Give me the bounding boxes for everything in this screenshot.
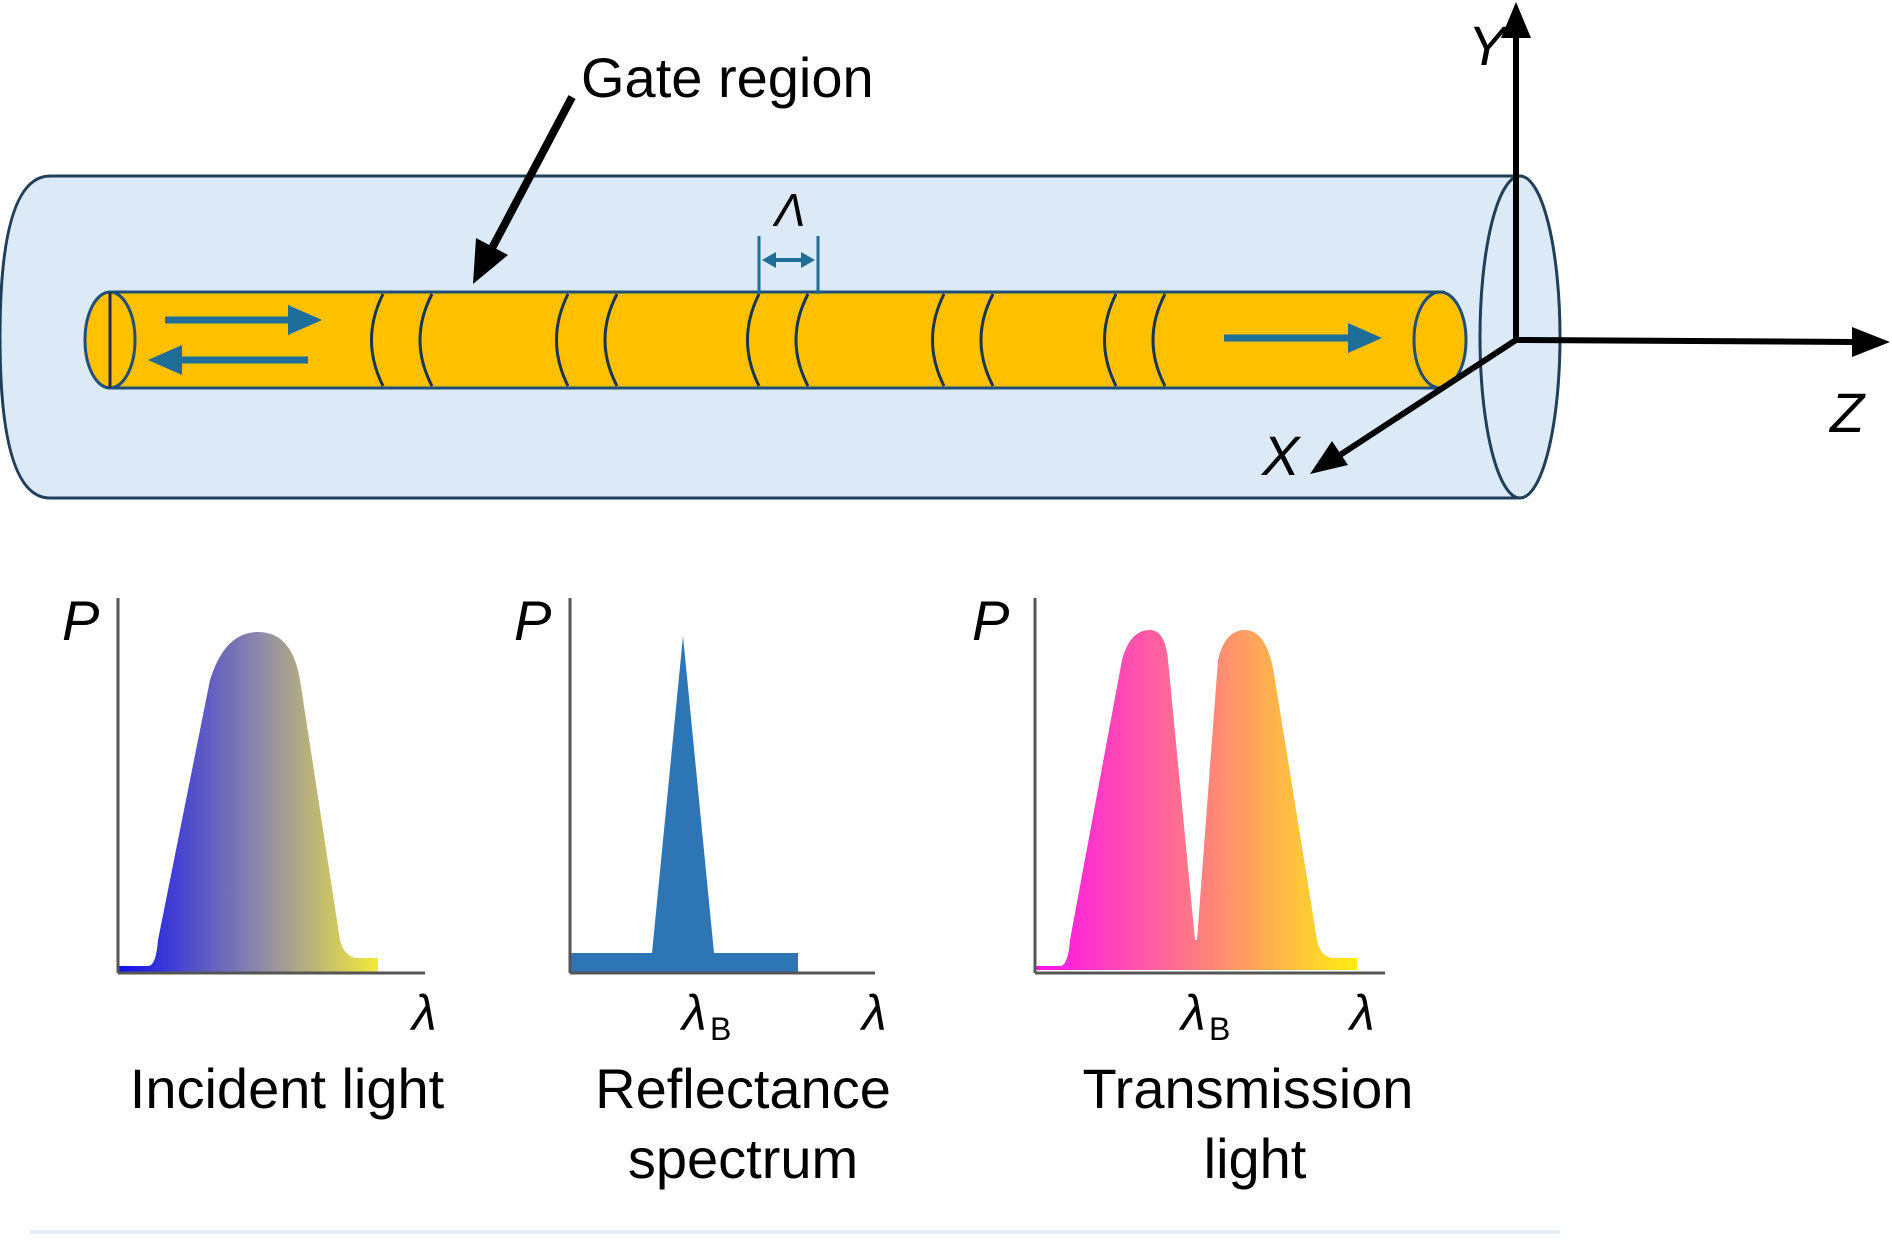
grating-period-marker: Λ [757,184,820,294]
core-end-face [1412,290,1468,390]
period-arrow-left-icon [762,252,776,268]
transmission-lambda-label: λ [1347,985,1375,1041]
reflectance-caption-line2: spectrum [628,1127,858,1190]
y-axis-label: Y [1468,14,1509,77]
incident-p-label: P [62,589,99,652]
gate-pointer-arrow-icon [473,238,508,284]
x-axis-label: X [1260,424,1302,487]
forward-arrow-icon [165,305,322,335]
transmission-p-label: P [972,589,1009,652]
reflectance-lambda-b-label: λ [679,985,707,1041]
light-direction-arrows [148,305,1382,375]
reflectance-lambda-b-subscript: B [710,1011,731,1047]
incident-spectrum-panel: P λ Incident light [62,589,445,1120]
reflectance-caption-line1: Reflectance [595,1057,891,1120]
backward-arrow-icon [148,345,308,375]
z-axis-arrow-icon [1852,327,1890,357]
incident-caption: Incident light [130,1057,445,1120]
transmission-caption-line2: light [1204,1127,1307,1190]
cladding-end-face [1478,174,1562,500]
transmission-spectrum-curve [1035,630,1357,970]
transmission-lambda-b-subscript: B [1209,1011,1230,1047]
reflectance-spectrum-curve [570,636,798,973]
grating-planes [370,293,1167,387]
reflectance-spectrum-panel: P λ B λ Reflectance spectrum [514,589,891,1190]
period-arrow-right-icon [801,252,815,268]
incident-lambda-label: λ [409,985,437,1041]
gate-region-callout: Gate region [473,46,874,284]
coordinate-axes: Y Z X [1260,2,1890,487]
period-label: Λ [772,184,806,236]
fiber-core [83,290,1468,390]
transmission-caption-line1: Transmission [1083,1057,1414,1120]
z-axis-label: Z [1828,381,1866,444]
transmission-lambda-b-label: λ [1178,985,1206,1041]
x-axis-arrow-icon [1310,441,1348,474]
transmission-spectrum-panel: P λ B λ Transmission light [972,589,1413,1190]
y-axis-arrow-icon [1501,2,1531,38]
gate-region-label: Gate region [581,46,874,109]
reflectance-lambda-label: λ [859,985,887,1041]
transmitted-arrow-icon [1224,323,1382,353]
incident-spectrum-curve [118,632,378,973]
reflectance-p-label: P [514,589,551,652]
